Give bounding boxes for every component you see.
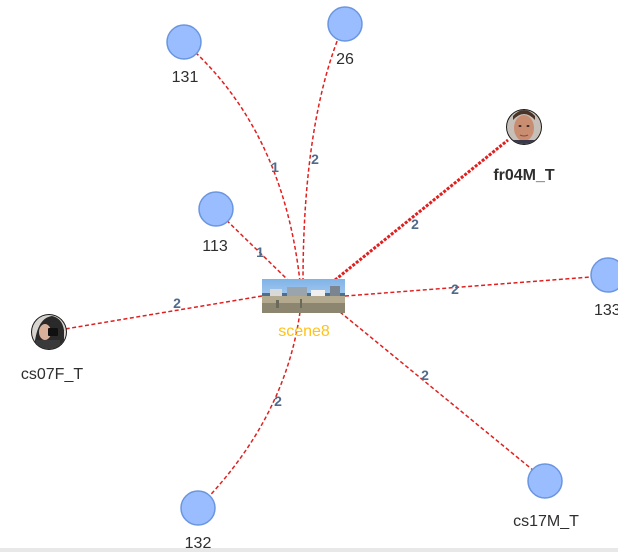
scene-thumbnail-image-icon[interactable] — [262, 279, 345, 313]
node-label: cs07F_T — [21, 366, 83, 383]
circle-node-icon[interactable] — [527, 463, 563, 499]
node-label: 113 — [202, 238, 228, 255]
face-avatar-icon[interactable] — [31, 314, 67, 350]
edge-label-113: 1 — [256, 244, 264, 260]
graph-node-cs07f[interactable]: cs07F_T — [21, 314, 83, 383]
node-label: scene8 — [278, 323, 330, 340]
edge-label-26: 2 — [311, 151, 319, 167]
edge-label-cs07f: 2 — [173, 295, 181, 311]
node-label: 132 — [185, 535, 212, 552]
node-label: 133 — [594, 302, 618, 319]
node-label: 131 — [172, 69, 199, 86]
edge-scene8-fr04m[interactable] — [334, 138, 509, 282]
face-avatar-icon[interactable] — [506, 109, 542, 148]
graph-node-26[interactable]: 26 — [327, 6, 363, 68]
edge-label-fr04m: 2 — [411, 216, 419, 232]
graph-node-133[interactable]: 133 — [590, 257, 618, 319]
edges — [64, 23, 605, 509]
graph-node-132[interactable]: 132 — [180, 490, 216, 552]
node-label: cs17M_T — [513, 513, 579, 530]
graph-node-131[interactable]: 131 — [166, 24, 202, 86]
edge-label-131: 1 — [271, 159, 279, 175]
graph-node-fr04m[interactable]: fr04M_T — [493, 109, 555, 184]
edge-scene8-26[interactable] — [302, 23, 345, 283]
graph-node-cs17m[interactable]: cs17M_T — [513, 463, 579, 530]
edge-label-cs17m: 2 — [421, 367, 429, 383]
edge-scene8-132[interactable] — [197, 311, 301, 509]
circle-node-icon[interactable] — [166, 24, 202, 60]
graph-node-113[interactable]: 113 — [198, 191, 234, 255]
node-label: 26 — [336, 51, 354, 68]
edge-scene8-133[interactable] — [344, 275, 605, 297]
bottom-divider — [0, 548, 618, 552]
graph-node-scene8[interactable]: scene8 — [262, 279, 345, 340]
circle-node-icon[interactable] — [180, 490, 216, 526]
circle-node-icon[interactable] — [327, 6, 363, 42]
edge-label-132: 2 — [274, 393, 282, 409]
edge-scene8-cs17m[interactable] — [339, 311, 546, 481]
circle-node-icon[interactable] — [198, 191, 234, 227]
edge-label-133: 2 — [451, 281, 459, 297]
circle-node-icon[interactable] — [590, 257, 618, 293]
edge-scene8-113[interactable] — [215, 209, 291, 283]
edge-scene8-cs07f[interactable] — [64, 295, 263, 330]
node-label: fr04M_T — [493, 167, 555, 184]
edge-labels: 1 2 2 1 2 2 2 2 — [173, 151, 459, 409]
